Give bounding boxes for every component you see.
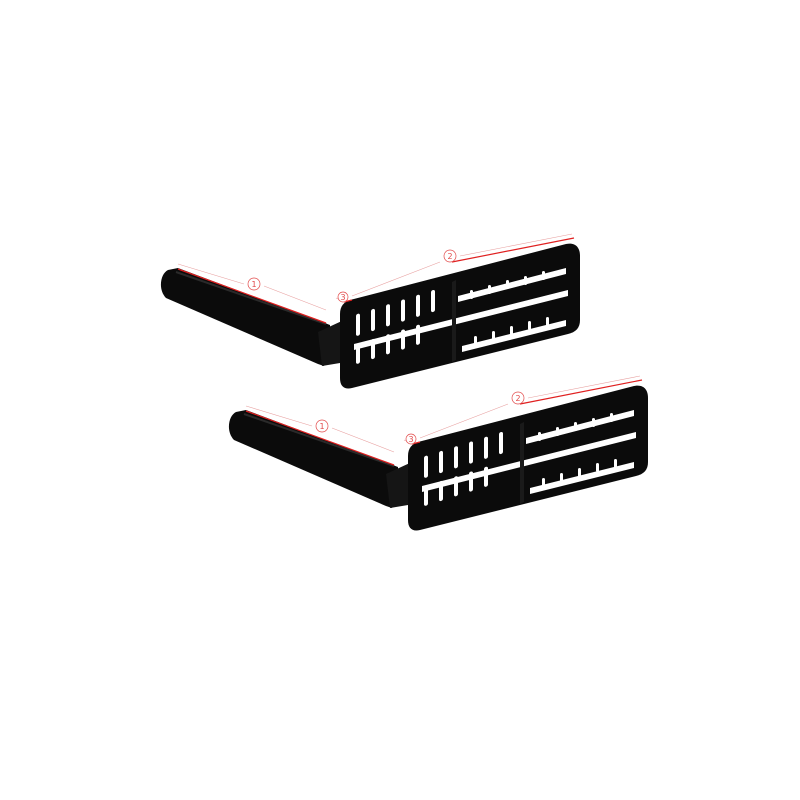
callout-3: 3 [408, 435, 413, 444]
upper-bracket: 1 2 3 [159, 233, 581, 390]
callout-3: 3 [340, 293, 345, 302]
callout-1: 1 [319, 422, 324, 431]
lower-bracket: 1 2 3 [227, 375, 649, 532]
callout-2: 2 [447, 252, 452, 261]
callout-2: 2 [515, 394, 520, 403]
callout-1: 1 [251, 280, 256, 289]
